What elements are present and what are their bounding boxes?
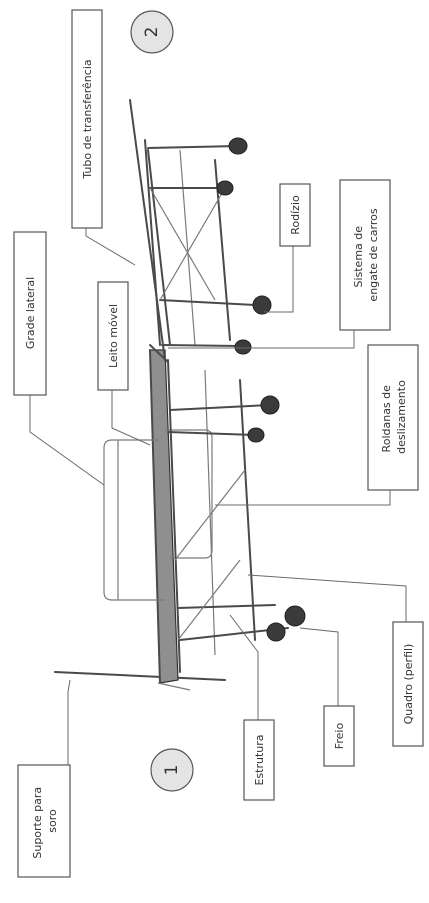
cart-leg-4 [162,345,240,346]
cart-number-2-text: 2 [142,27,162,38]
cart-leg-3 [160,300,255,305]
caster-wheel-7 [285,606,305,626]
leader-freio [300,628,338,706]
cart-number-2: 2 [131,11,173,53]
label-roldanas-line1: Roldanas de [380,385,393,453]
svg-text:Quadro (perfil): Quadro (perfil) [402,644,415,725]
frame-front-leg-b [178,605,275,608]
bed-handle [158,683,190,690]
label-quadro-perfil-text: Quadro (perfil) [402,644,415,725]
caster-wheel-6 [248,428,264,442]
label-grade-text: Grade lateral [24,277,37,349]
caster-wheel-1 [229,138,247,154]
label-sistema-line1: Sistema de [352,226,365,288]
caster-wheel-5 [261,396,279,414]
frame-cross-2 [175,470,245,560]
label-tubo-de-transferencia: Tubo de transferência [72,10,102,228]
label-rodizio: Rodízio [280,184,310,246]
leader-grade [30,395,104,485]
svg-text:Grade lateral: Grade lateral [24,277,37,349]
label-grade-lateral: Grade lateral [14,232,46,395]
label-tubo-text: Tubo de transferência [81,59,94,179]
cart-number-1: 1 [151,749,193,791]
label-leito-movel: Leito móvel [98,282,128,390]
svg-text:Rodízio: Rodízio [289,195,302,235]
cart-cross-1 [150,188,215,300]
svg-text:Leito móvel: Leito móvel [107,304,120,368]
leader-quadro [248,575,406,622]
svg-text:Estrutura: Estrutura [253,734,266,785]
frame-mid-rail [205,370,215,655]
label-suporte-para-soro-line1: Suporte para [31,787,44,859]
leader-leito [112,390,150,445]
iv-pole [55,672,225,680]
leader-tubo [86,228,135,265]
frame-cross-1 [178,560,240,640]
cart-mid-rail [180,150,195,345]
cart-number-1-text: 1 [162,765,182,776]
svg-text:Freio: Freio [333,723,346,750]
label-freio-text: Freio [333,723,346,750]
frame-bottom-rail [240,380,255,640]
label-leito-text: Leito móvel [107,304,120,368]
frame-back-leg [170,405,270,410]
label-estrutura: Estrutura [244,720,274,800]
cart-cross-2 [160,188,225,300]
label-sistema-de-engate: Sistema de engate de carros [340,180,390,330]
label-rodizio-text: Rodízio [289,195,302,235]
caster-wheel-8 [267,623,285,641]
cart-leg-1 [148,146,238,148]
caster-wheel-2 [217,181,233,195]
label-quadro-perfil: Quadro (perfil) [393,622,423,746]
caster-wheel-3 [253,296,271,314]
svg-text:Tubo de transferência: Tubo de transferência [81,59,94,179]
transfer-tube-long [130,100,165,360]
label-suporte-para-soro-line2: soro [46,809,59,833]
label-suporte-para-soro: Suporte para soro [18,765,70,877]
leader-roldanas [215,490,390,505]
label-freio: Freio [324,706,354,766]
caster-wheel-4 [235,340,251,354]
label-estrutura-text: Estrutura [253,734,266,785]
label-sistema-line2: engate de carros [367,208,380,301]
leader-suporte-soro [68,680,70,765]
label-roldanas-line2: deslizamento [395,380,408,454]
label-roldanas-de-deslizamento: Roldanas de deslizamento [368,345,418,490]
